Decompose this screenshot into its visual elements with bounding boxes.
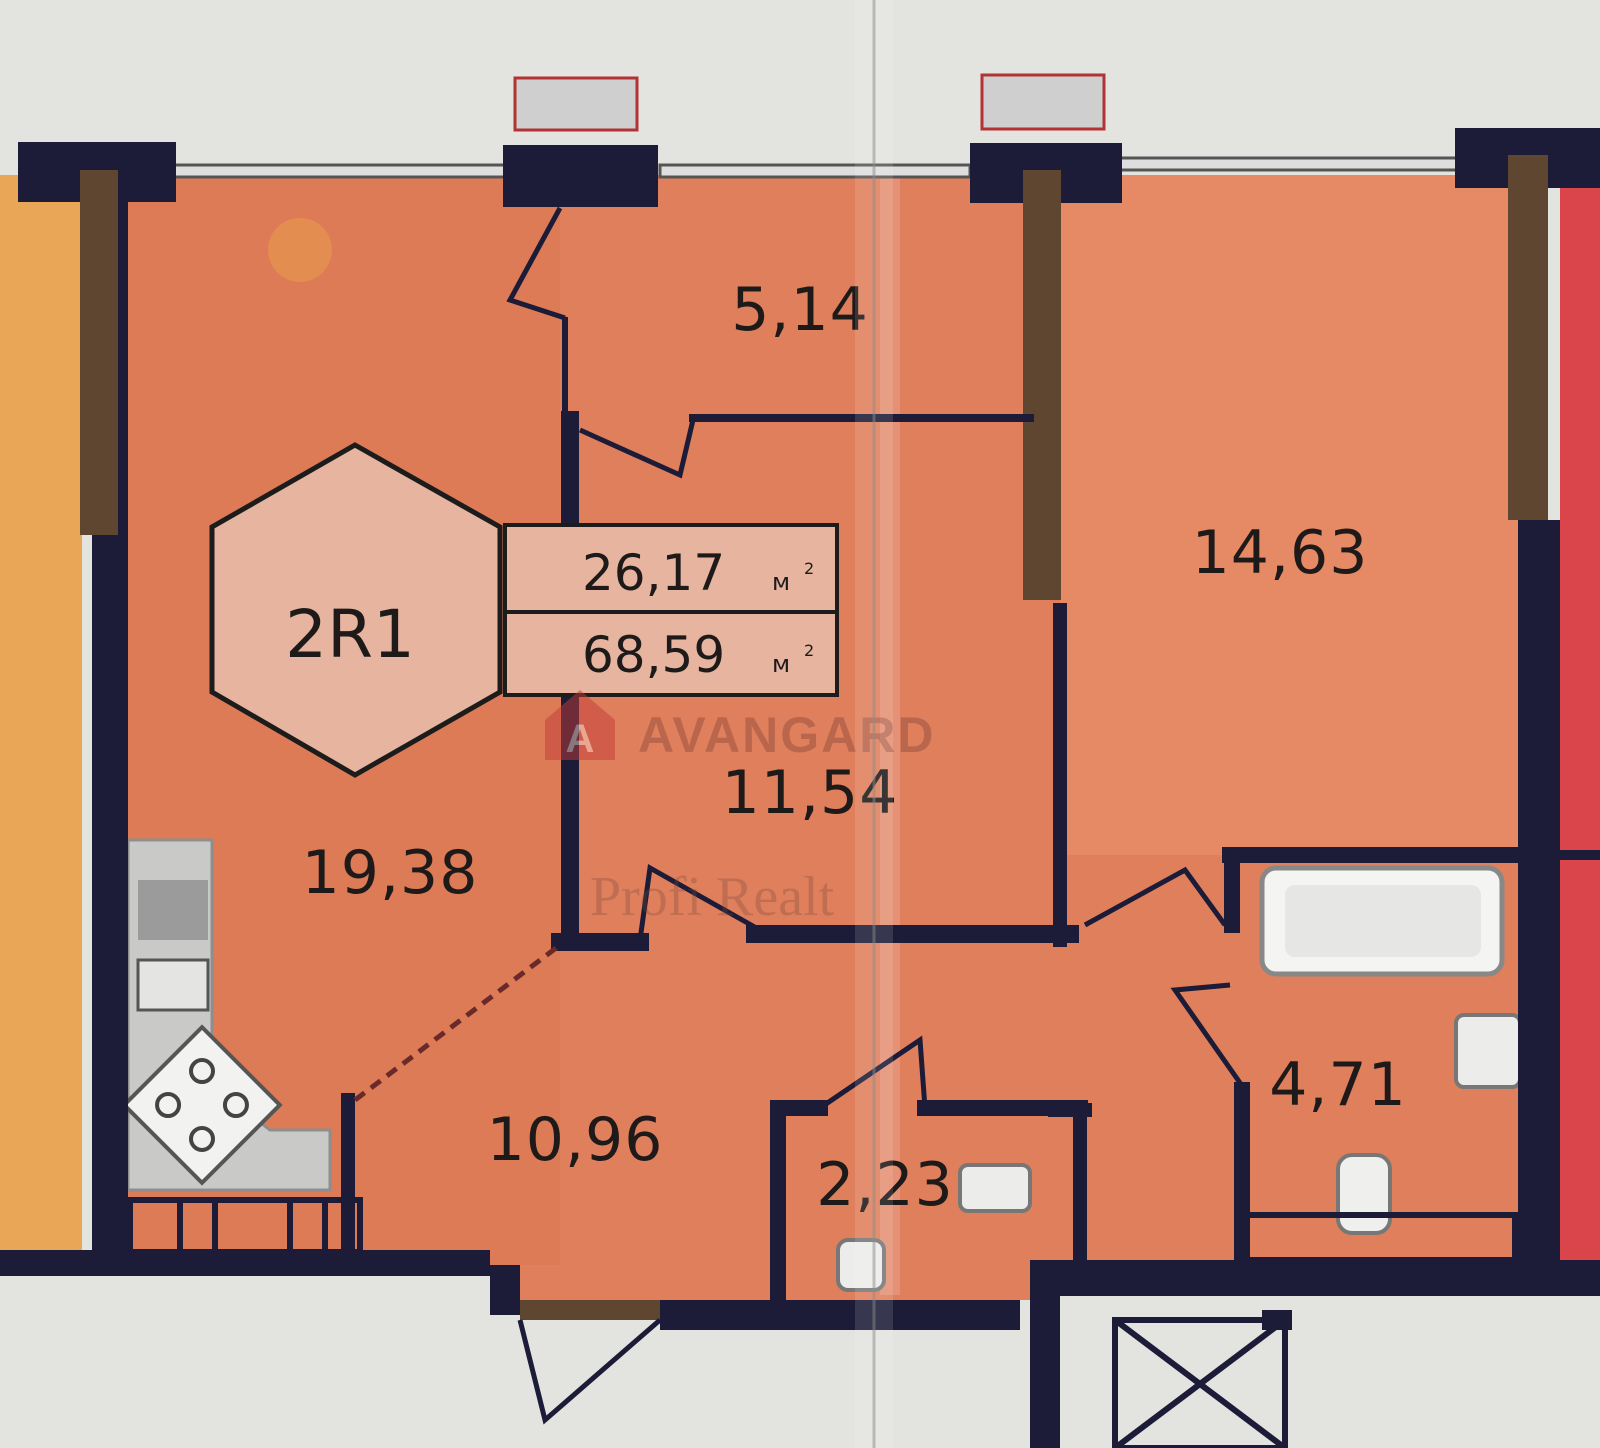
room-area-bedroom-large: 14,63 xyxy=(1192,518,1369,588)
sink-icon xyxy=(136,958,210,1012)
washbasin-icon xyxy=(1454,1013,1522,1089)
living-area-unit: м xyxy=(772,568,790,596)
unit-badge: 2R1 26,17 м 2 68,59 м 2 xyxy=(209,442,839,778)
left-apartment xyxy=(0,175,82,1255)
room-area-balcony: 5,14 xyxy=(731,275,869,345)
unit-code: 2R1 xyxy=(285,596,415,673)
kitchen-counter xyxy=(121,838,332,1192)
avangard-logo-icon: A xyxy=(545,690,615,761)
toilet-icon xyxy=(1336,1153,1392,1235)
watermark-realtor: Profi Realt xyxy=(590,866,835,928)
room-area-kitchen-living: 19,38 xyxy=(302,838,479,908)
watermarks: A AVANGARD Profi Realt xyxy=(545,690,935,928)
room-labels: 19,38 11,54 5,14 14,63 10,96 4,71 2,23 xyxy=(302,275,1407,1220)
balcony-railing xyxy=(127,1197,1518,1448)
room-area-hallway: 10,96 xyxy=(487,1105,664,1175)
total-area-unit: м xyxy=(772,650,790,678)
total-area-value: 68,59 xyxy=(582,626,725,684)
brown-partitions xyxy=(80,155,1548,600)
total-area-unit-power: 2 xyxy=(804,641,814,660)
wc-sink-icon xyxy=(958,1163,1032,1213)
room-area-bathroom: 4,71 xyxy=(1269,1050,1407,1120)
living-area-unit-power: 2 xyxy=(804,559,814,578)
windows xyxy=(170,73,1462,179)
stove-icon xyxy=(121,1024,283,1186)
room-area-wc: 2,23 xyxy=(816,1150,954,1220)
svg-text:A: A xyxy=(566,717,595,761)
right-apartment xyxy=(1560,165,1600,1295)
door-swings xyxy=(353,206,1248,1425)
living-area-value: 26,17 xyxy=(582,544,725,602)
watermark-brand: AVANGARD xyxy=(638,707,935,763)
room-area-bedroom-small: 11,54 xyxy=(722,758,899,828)
interior-walls xyxy=(341,317,1600,1308)
unit-hexagon xyxy=(209,442,503,778)
